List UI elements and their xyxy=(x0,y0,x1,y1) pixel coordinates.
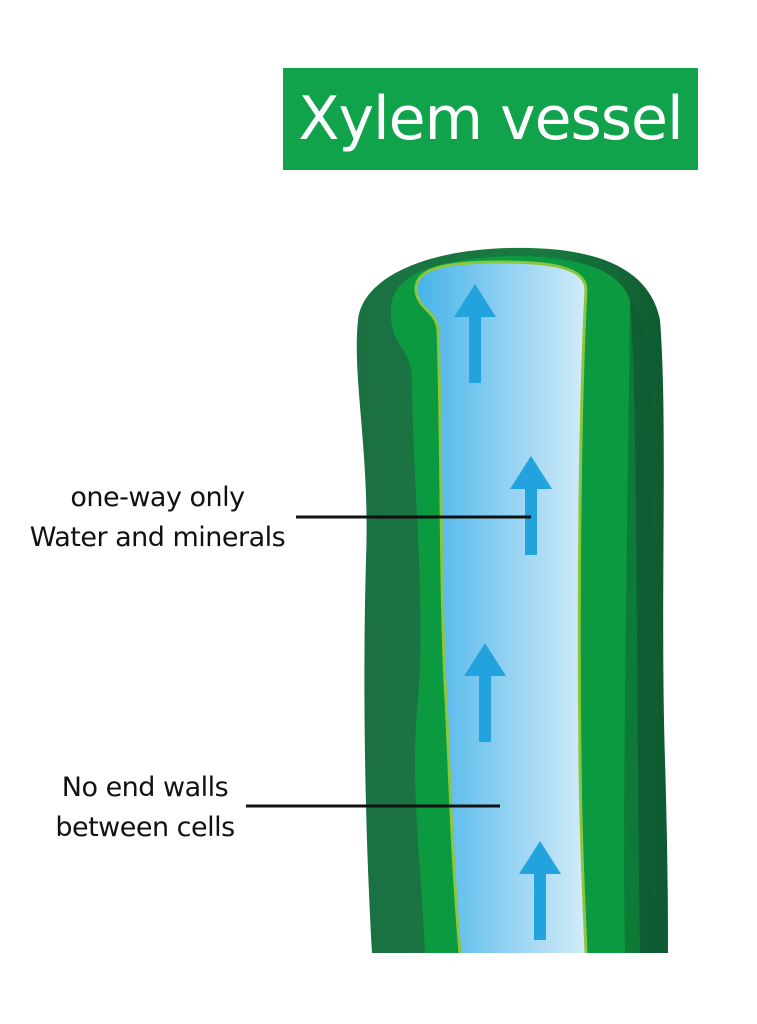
end-walls-label: No end walls between cells xyxy=(10,768,280,848)
arrow-up-icon xyxy=(464,643,506,742)
title-banner: Xylem vessel xyxy=(283,68,698,170)
end-walls-label-line2: between cells xyxy=(55,812,235,843)
flow-label: one-way only Water and minerals xyxy=(10,478,305,558)
arrow-up-icon xyxy=(519,841,561,940)
end-walls-label-line1: No end walls xyxy=(61,772,229,803)
flow-label-line1: one-way only xyxy=(70,482,245,513)
arrow-up-icon xyxy=(510,456,552,555)
inner-wall-shade xyxy=(624,300,655,953)
arrow-up-icon xyxy=(454,284,496,383)
diagram-title: Xylem vessel xyxy=(298,84,683,154)
flow-label-line2: Water and minerals xyxy=(29,522,286,553)
vessel-lumen xyxy=(414,260,588,954)
